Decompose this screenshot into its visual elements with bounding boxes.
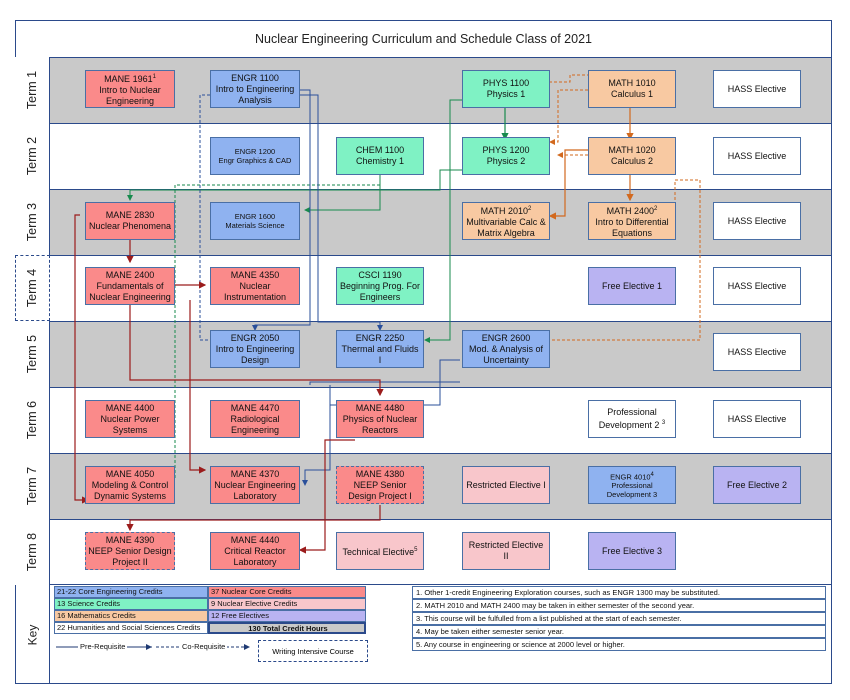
arrow-mane2400-mane4480 [129, 305, 384, 397]
key-mathematics: 16 Mathematics Credits [54, 610, 208, 622]
course-hass-elective-1[interactable]: HASS Elective [713, 70, 801, 108]
arrow-engr1100-engr2050 [252, 89, 311, 331]
key-nuclear-elective: 9 Nuclear Elective Credits [208, 598, 366, 610]
course-technical-elective[interactable]: Technical Elective5 [336, 532, 424, 570]
arrow-mane4350-mane4370 [189, 300, 207, 474]
arrow-engr1100-engr2250 [300, 94, 383, 331]
arrow-engr1200-engr2050 [199, 94, 210, 341]
course-hass-elective-6[interactable]: HASS Elective [713, 400, 801, 438]
term-label-6: Term 6 [15, 387, 50, 453]
course-hass-elective-5[interactable]: HASS Elective [713, 333, 801, 371]
course-free-elective-2[interactable]: Free Elective 2 [713, 466, 801, 504]
course-restricted-elective-2[interactable]: Restricted Elective II [462, 532, 550, 570]
arrow-math1010-phys1200 [549, 89, 588, 145]
note-4: 4. May be taken either semester senior y… [412, 625, 826, 638]
arrow-mane4480-mane4440 [298, 439, 355, 554]
term-label-2: Term 2 [15, 123, 50, 189]
course-hass-elective-4[interactable]: HASS Elective [713, 267, 801, 305]
key-total-credits: 130 Total Credit Hours [208, 622, 366, 634]
key-label: Key [15, 585, 50, 684]
page-title: Nuclear Engineering Curriculum and Sched… [15, 20, 832, 58]
term-label-1: Term 1 [15, 57, 50, 123]
term-label-3: Term 3 [15, 189, 50, 255]
course-free-elective-1[interactable]: Free Elective 1 [588, 267, 676, 305]
arrow-math1010-phys1100 [550, 74, 590, 83]
course-hass-elective-3[interactable]: HASS Elective [713, 202, 801, 240]
legend-writing-intensive: Writing Intensive Course [258, 640, 368, 662]
key-free-electives: 12 Free Electives [208, 610, 366, 622]
course-restricted-elective-1[interactable]: Restricted Elective I [462, 466, 550, 504]
arrow-math1020-math2010 [548, 149, 600, 220]
term-label-5: Term 5 [15, 321, 50, 387]
arrow-mane4380-mane4390 [126, 505, 381, 532]
course-hass-elective-2[interactable]: HASS Elective [713, 137, 801, 175]
arrow-chem1100-engr1600 [304, 175, 381, 213]
key-hass: 22 Humanities and Social Sciences Credit… [54, 622, 208, 634]
arrow-engr2600-mane4480 [309, 381, 460, 385]
arrow-math2400-engr2600 [545, 179, 701, 341]
key-science: 13 Science Credits [54, 598, 208, 610]
term-label-7: Term 7 [15, 453, 50, 519]
note-2: 2. MATH 2010 and MATH 2400 may be taken … [412, 599, 826, 612]
course-free-elective-3[interactable]: Free Elective 3 [588, 532, 676, 570]
term-label-8: Term 8 [15, 519, 50, 585]
key-nuclear-core: 37 Nuclear Core Credits [208, 586, 366, 598]
legend-prerequisite: Pre-Requisite [78, 642, 128, 651]
arrow-engr2250-mane4370 [302, 385, 331, 486]
legend-corequisite: Co-Requisite [180, 642, 228, 651]
arrow-mane2830-mane4050 [74, 214, 90, 504]
course-professional-development-2[interactable]: Professional Development 2 3 [588, 400, 676, 438]
arrow-phys1200-mane2830 [127, 169, 462, 201]
note-1: 1. Other 1-credit Engineering Exploratio… [412, 586, 826, 599]
arrow-phys-engr2250 [424, 99, 462, 343]
key-core-engineering: 21-22 Core Engineering Credits [54, 586, 208, 598]
note-3: 3. This course will be fulfulled from a … [412, 612, 826, 625]
term-label-4: Term 4 [15, 255, 50, 321]
note-5: 5. Any course in engineering or science … [412, 638, 826, 651]
